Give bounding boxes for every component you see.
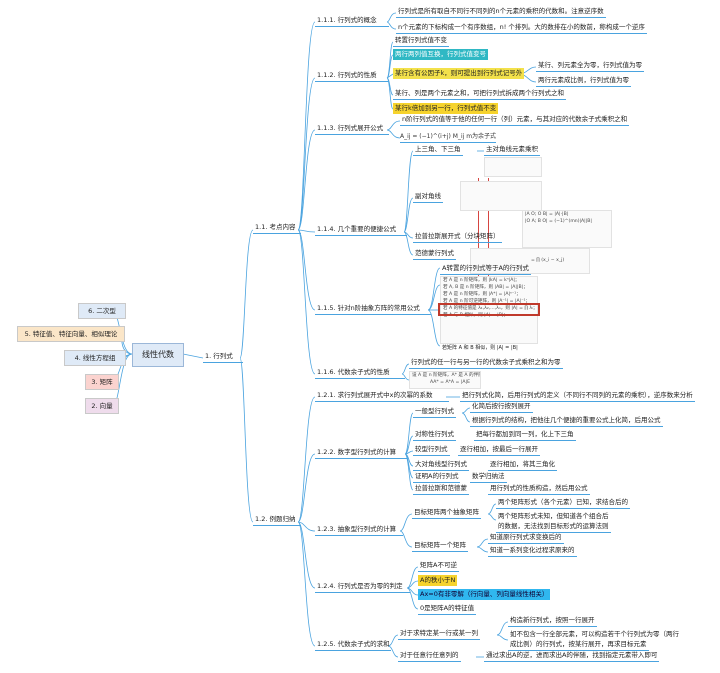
topic-1-1-5[interactable]: 1.1.5. 针对n阶抽象方阵的常用公式 [315, 303, 431, 315]
leaf: 一般型行列式 [413, 406, 456, 418]
formula-text: = ∏ (x_i − x_j) [531, 258, 565, 263]
formula-text: 若矩阵 A 和 B 相似，则 |A| = |B| [442, 345, 518, 351]
leaf: 根据行列式的结构，把他往几个便捷的重要公式上化简，后用公式 [470, 415, 663, 427]
leaf: 转置行列式值不变 [393, 35, 449, 47]
formula-image: = ∏ (x_i − x_j) [470, 248, 590, 274]
leaf-highlight: Ax=0有非零解（行向量、列向量线性相关） [418, 589, 551, 600]
leaf: 范德蒙行列式 [413, 248, 456, 260]
formula-text: 若 A 是 n 阶矩阵，则 |kA| = kⁿ|A|； [443, 278, 520, 283]
leaf: 0是矩阵A的特征值 [418, 603, 477, 615]
leaf-highlight: 两行两列值互换，行列式值变号 [393, 49, 488, 60]
formula-text: 若 A 是 n 阶可逆矩阵，则 |A⁻¹| = |A|⁻¹； [443, 299, 531, 304]
topic-1-2-1[interactable]: 1.2.1. 求行列式展开式中x的次幂的系数 [315, 390, 449, 402]
section-1-1[interactable]: 1.1. 考点内容 [253, 222, 301, 234]
formula-image [484, 157, 542, 177]
leaf: 目标矩阵一个矩阵 [412, 540, 468, 552]
formula-text: |O A; B O| = (−1)^(mn)|A||B| [525, 219, 592, 224]
leaf: 拉普拉斯展开式（分块矩阵） [413, 231, 502, 243]
left-branch-6[interactable]: 6. 二次型 [78, 303, 126, 319]
leaf: 的数据，无法找到目标形式的运算法则 [496, 521, 611, 533]
leaf: 证明A的行列式 [413, 471, 461, 483]
highlight-box [438, 303, 540, 316]
leaf: n阶行列式的值等于他的任何一行（列）元素，与其对应的代数余子式乘积之和 [400, 114, 630, 126]
leaf-highlight: 某行k倍加到另一行，行列式值不变 [393, 103, 499, 114]
topic-1-1-6[interactable]: 1.1.6. 代数余子式的性质 [315, 367, 405, 379]
leaf: 某行、列元素全为零，行列式值为零 [536, 60, 644, 72]
topic-1-2-5[interactable]: 1.2.5. 代数余子式的求和 [315, 639, 391, 651]
formula-text: AA* = A*A = |A|E [430, 380, 470, 385]
formula-image: 若 A 是 n 阶矩阵，则 |kA| = kⁿ|A|； 若 A, B 是 n 阶… [440, 276, 538, 344]
leaf: 构造新行列式，按照一行展开 [508, 615, 597, 627]
left-branch-5[interactable]: 5. 特征值、特征向量、相似理论 [17, 326, 125, 342]
leaf: 矩阵A不可逆 [418, 560, 459, 572]
leaf: 行列式的任一行与另一行的代数余子式乘积之和为零 [409, 357, 563, 369]
leaf: 目标矩阵两个抽象矩阵 [412, 507, 481, 519]
topic-1-1-2[interactable]: 1.1.2. 行列式的性质 [315, 70, 389, 82]
leaf: 如不包含一行全部元素，可以构造若干个行列式为零（两行 [510, 630, 679, 638]
leaf: 某行、列是两个元素之和，可把行列式拆成两个行列式之和 [393, 88, 566, 100]
leaf: 通过求出A的逆，进而求出A的伴随，找到指定元素带入即可 [484, 650, 660, 662]
leaf-highlight: 某行含有公因子k，则可提出到行列式记号外 [393, 68, 525, 79]
annotation-line [488, 178, 489, 302]
leaf: 数学归纳法 [470, 471, 507, 483]
leaf: 用行列式的性质构造，然后用公式 [488, 483, 590, 495]
leaf: 化简后按行按列展开 [470, 401, 533, 413]
topic-1-2-2[interactable]: 1.2.2. 数字型行列式的计算 [315, 447, 407, 459]
topic-1-2-3[interactable]: 1.2.3. 抽象型行列式的计算 [315, 524, 403, 536]
leaf: 逐行相加，按最后一行展开 [458, 444, 540, 456]
leaf: 行列式是所有取自不同行不同列的n个元素的乘积的代数和。注意逆序数 [396, 6, 606, 18]
leaf: 大对角线型行列式 [413, 459, 469, 471]
leaf: 两个矩阵形式（各个元素）已知，求结合后的 [496, 497, 630, 509]
leaf: 把行列式化简，后用行列式的定义（不同行不同列的元素的乘积），逆序数来分析 [460, 390, 695, 402]
topic-1-1-3[interactable]: 1.1.3. 行列式展开公式 [315, 123, 389, 135]
leaf: 把每行都加到同一列，化上下三角 [474, 429, 576, 441]
formula-image: |A O; O B| = |A|·|B| |O A; B O| = (−1)^(… [522, 210, 612, 248]
leaf: 对于任意行任意列的 [398, 650, 461, 662]
formula-text: 若 A 的特征值是 λ₁,λ₂,…,λₙ，则 |A| = ∏ λᵢ； [443, 306, 538, 311]
annotation-line [478, 178, 479, 280]
left-branch-3[interactable]: 3. 矩阵 [85, 374, 119, 390]
formula-text: 若 A 是 n 阶矩阵，则 |A*| = |A|ⁿ⁻¹； [443, 292, 521, 297]
topic-1-1-4[interactable]: 1.1.4. 几个重要的便捷公式 [315, 224, 407, 236]
left-branch-4[interactable]: 4. 线性方程组 [64, 350, 126, 366]
leaf-highlight: A的秩小于N [418, 575, 458, 586]
formula-image [460, 181, 542, 211]
leaf: 知道一系列变化过程求原来的 [488, 545, 577, 557]
leaf: A转置的行列式等于A的行列式 [440, 263, 531, 275]
formula-text: |A O; O B| = |A|·|B| [525, 212, 569, 217]
left-branch-2[interactable]: 2. 向量 [85, 398, 119, 414]
leaf: 副对角线 [413, 191, 443, 203]
leaf: 主对角线元素乘积 [484, 144, 540, 156]
leaf: 上三角、下三角 [413, 144, 463, 156]
leaf: 对于求特定某一行或某一列 [398, 628, 480, 640]
section-1-2[interactable]: 1.2. 例题归纳 [253, 514, 301, 526]
leaf: 较型行列式 [413, 444, 450, 456]
formula: A_ij = (−1)^(i+j) M_ij m为余子式 [400, 131, 497, 143]
leaf: 两个矩阵形式未知，但知道各个组合后 [498, 512, 609, 520]
formula-text: 若 A, B 是 n 阶矩阵，则 |AB| = |A||B|； [443, 285, 528, 290]
leaf: 逐行相加，将其三角化 [488, 459, 557, 471]
formula-text: 设 A 是 n 阶矩阵，A* 是 A 的伴随矩阵，则 [412, 373, 480, 378]
formula-image: 设 A 是 n 阶矩阵，A* 是 A 的伴随矩阵，则 AA* = A*A = |… [409, 371, 481, 389]
root-node[interactable]: 线性代数 [132, 343, 184, 367]
topic-1-2-4[interactable]: 1.2.4. 行列式是否为零的判定 [315, 581, 410, 593]
leaf: n个元素的下标构成一个有序数组，n! 个排列。大的数排在小的数前，称构成一个逆序 [396, 22, 647, 34]
leaf: 成比例）的行列式，按某行展开，再求目标元素 [508, 639, 649, 651]
topic-1-1-1[interactable]: 1.1.1. 行列式的概念 [315, 15, 389, 27]
leaf: 对称性行列式 [413, 429, 456, 441]
chapter-node[interactable]: 1. 行列式 [203, 351, 243, 363]
leaf: 知道原行列式求变换后的 [488, 532, 564, 544]
leaf: 两行元素成比例，行列式值为零 [536, 75, 631, 87]
leaf: 拉普拉斯和范德蒙 [413, 483, 469, 495]
